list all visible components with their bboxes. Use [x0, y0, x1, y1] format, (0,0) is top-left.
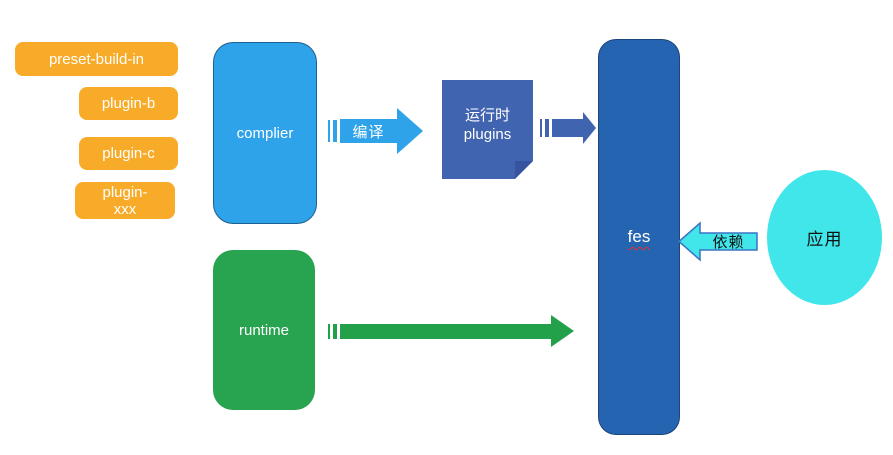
arrow-tail-stripe — [328, 120, 330, 142]
depends-arrow-label: 依赖 — [712, 233, 745, 251]
chip-preset-build-in: preset-build-in — [15, 42, 178, 76]
arrow-tail-stripe — [328, 323, 330, 339]
depends-arrow: 依赖 — [678, 221, 758, 262]
folded-corner-icon — [515, 161, 533, 179]
left-arrow-icon — [678, 221, 758, 262]
arrow-head-icon — [551, 315, 574, 347]
arrow-head-icon — [583, 112, 596, 144]
chip-plugin-b: plugin-b — [79, 87, 178, 120]
node-runtime-plugins-label: 运行时 plugins — [463, 106, 512, 143]
node-app: 应用 — [767, 170, 882, 305]
chip-plugin-c: plugin-c — [79, 137, 178, 170]
node-fes-label: fes — [627, 227, 651, 246]
compile-arrow: 编译 — [328, 108, 423, 154]
arrow-tail-stripe — [540, 119, 542, 137]
arrow-tail-stripe — [333, 120, 337, 142]
node-runtime: runtime — [213, 250, 315, 410]
compile-arrow-body: 编译 — [340, 119, 397, 143]
plugins-to-fes-arrow-body — [552, 119, 583, 137]
runtime-to-fes-arrow — [328, 315, 574, 347]
compile-arrow-label: 编译 — [352, 123, 385, 141]
node-app-label: 应用 — [806, 230, 843, 249]
arrow-head-icon — [397, 108, 423, 154]
arrow-tail-stripe — [333, 323, 337, 339]
node-complier: complier — [213, 42, 317, 224]
node-complier-label: complier — [236, 124, 294, 142]
node-fes: fes — [598, 39, 680, 435]
node-runtime-label: runtime — [238, 321, 290, 339]
chip-plugin-xxx: plugin- xxx — [75, 182, 175, 219]
arrow-tail-stripe — [545, 119, 549, 137]
node-runtime-plugins: 运行时 plugins — [442, 80, 533, 179]
plugins-to-fes-arrow — [540, 112, 596, 144]
runtime-to-fes-arrow-body — [340, 323, 551, 339]
